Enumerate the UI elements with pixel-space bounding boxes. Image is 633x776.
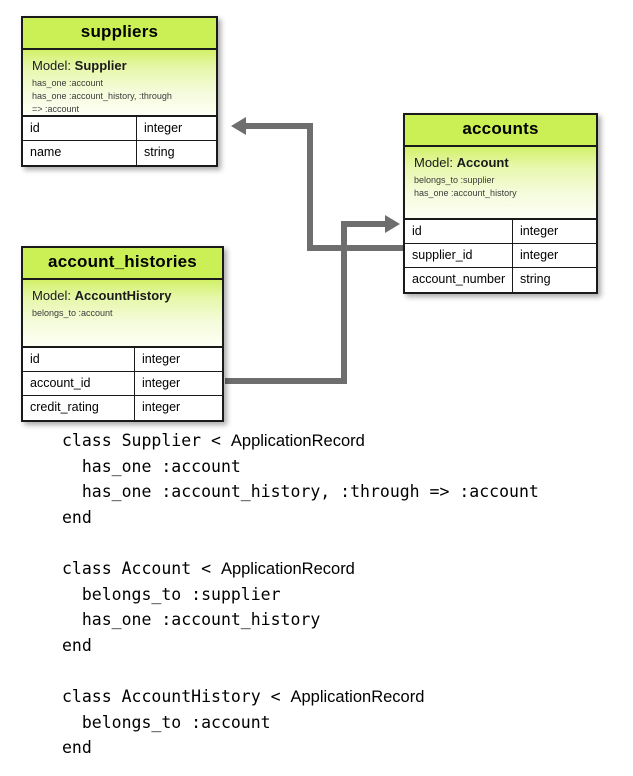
table-row: name string [23,140,216,165]
field-name: credit_rating [23,395,135,420]
code-line [62,530,539,556]
association-line: => :account [32,103,80,114]
entity-model-account-histories: Model: AccountHistory belongs_to :accoun… [23,279,222,348]
connector-segment-horizontal-upper [341,221,385,227]
table-row: account_id integer [23,371,222,396]
code-text: belongs_to :account [62,712,271,732]
connector-segment-horizontal-lower [225,378,347,384]
field-type: integer [520,247,559,262]
code-line: has_one :account_history, :through => :a… [62,479,539,505]
field-type: string [144,144,175,159]
connector-segment-vertical-left [307,123,313,251]
model-label-suppliers: Model: Supplier [32,58,207,73]
code-text: class Supplier < [62,431,231,450]
model-prefix: Model: [414,154,454,170]
code-line: class AccountHistory < ApplicationRecord [62,684,539,710]
field-name: account_number [405,267,513,292]
code-line: has_one :account [62,454,539,480]
code-line: class Supplier < ApplicationRecord [62,428,539,454]
field-type: integer [520,223,559,238]
connector-segment-horizontal-top [246,123,313,129]
code-line: belongs_to :supplier [62,582,539,608]
code-text: has_one :account [62,456,241,476]
table-row: credit_rating integer [23,395,222,420]
model-class-name: Account [456,154,509,170]
field-type: integer [144,120,183,135]
association-line: belongs_to :supplier [414,174,495,185]
field-type: integer [142,351,181,366]
field-name: name [23,140,137,165]
code-text: class AccountHistory < [62,686,291,706]
entity-account-histories[interactable]: account_histories Model: AccountHistory … [21,246,224,422]
code-superclass: ApplicationRecord [230,432,365,450]
model-label-account-histories: Model: AccountHistory [32,288,213,303]
arrowhead-to-accounts [385,215,400,233]
field-type: string [520,271,551,286]
association-line: has_one :account_history [414,187,517,198]
table-row: supplier_id integer [405,243,596,268]
table-row: id integer [405,219,596,244]
code-text: end [62,635,92,655]
entity-accounts[interactable]: accounts Model: Account belongs_to :supp… [403,113,598,294]
connector-segment-horizontal-bottom [307,245,406,251]
code-line: end [62,633,539,659]
entity-title-suppliers: suppliers [23,18,216,50]
association-line: has_one :account_history, :through [32,90,172,101]
field-type: integer [142,375,181,390]
code-line: end [62,735,539,761]
association-line: belongs_to :account [32,307,113,318]
code-line: belongs_to :account [62,710,539,736]
code-text: class Account < [62,558,221,578]
code-text: end [62,738,92,758]
table-row: id integer [23,116,216,141]
field-name: id [23,116,137,140]
code-text: end [62,507,92,527]
model-class-name: Supplier [74,57,127,73]
code-line: end [62,505,539,531]
table-row: account_number string [405,267,596,292]
code-text: has_one :account_history, :through => :a… [62,482,539,502]
model-class-name: AccountHistory [74,287,172,303]
arrowhead-to-suppliers [231,117,246,135]
code-superclass: ApplicationRecord [220,559,355,578]
association-line: has_one :account [32,77,104,88]
entity-title-account-histories: account_histories [23,248,222,280]
code-text: has_one :account_history [62,610,321,630]
code-line: class Account < ApplicationRecord [62,556,539,582]
entity-suppliers[interactable]: suppliers Model: Supplier has_one :accou… [21,16,218,167]
field-name: supplier_id [405,243,513,267]
ruby-code-listing: class Supplier < ApplicationRecord has_o… [62,428,539,761]
code-line: has_one :account_history [62,607,539,633]
entity-model-suppliers: Model: Supplier has_one :account has_one… [23,49,216,117]
table-row: id integer [23,347,222,372]
code-line [62,658,539,684]
code-text: belongs_to :supplier [62,584,281,604]
model-prefix: Model: [32,287,72,303]
field-type: integer [142,399,181,414]
field-name: id [405,219,513,243]
field-name: account_id [23,371,135,395]
entity-model-accounts: Model: Account belongs_to :supplier has_… [405,146,596,220]
model-label-accounts: Model: Account [414,155,587,170]
field-name: id [23,347,135,371]
code-superclass: ApplicationRecord [290,687,425,706]
entity-title-accounts: accounts [405,115,596,147]
connector-segment-vertical-right [341,221,347,384]
model-prefix: Model: [32,57,72,73]
